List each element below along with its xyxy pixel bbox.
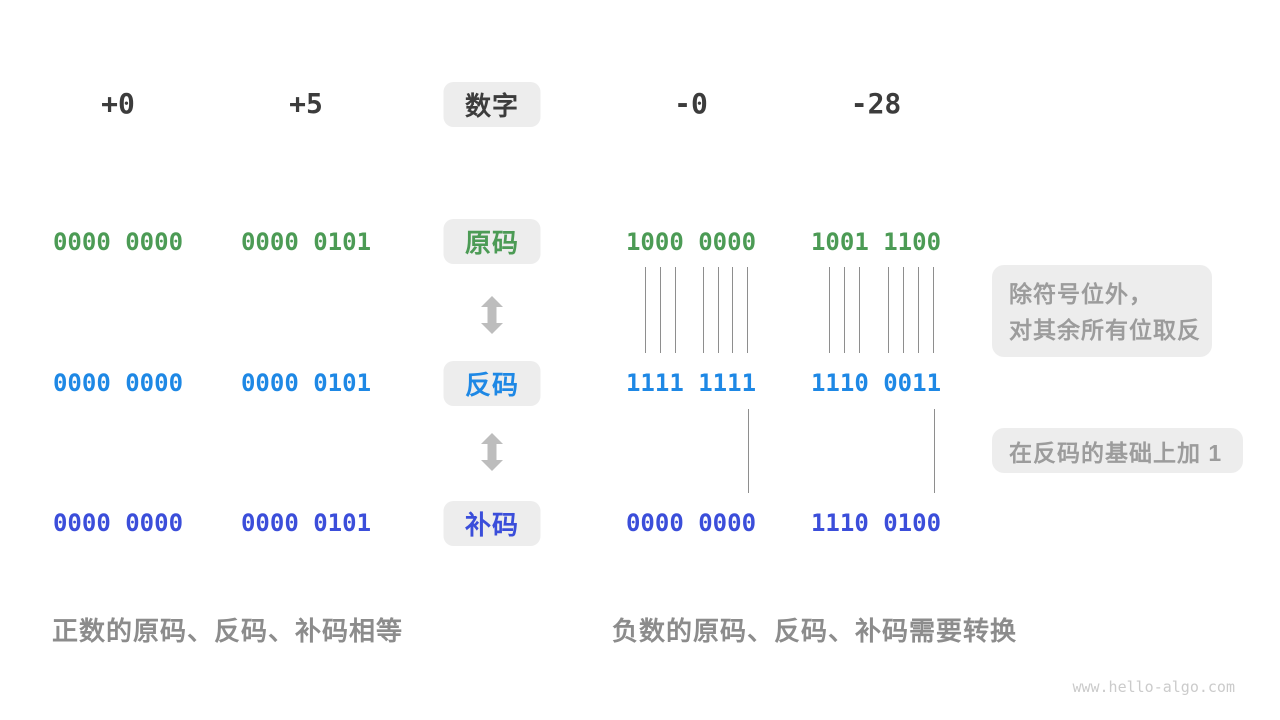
double-arrow-icon (481, 433, 503, 471)
double-arrow-icon (481, 296, 503, 334)
bit-invert-line (859, 267, 860, 353)
caption-positive: 正数的原码、反码、补码相等 (52, 616, 404, 646)
twos-complement-chip-label: 补码 (464, 510, 519, 540)
bit-invert-line (888, 267, 889, 353)
sign-magnitude-value-2: 1000 0000 (625, 228, 757, 256)
bit-invert-line (829, 267, 830, 353)
header-chip-number: 数字 (443, 82, 541, 127)
bit-invert-line (718, 267, 719, 353)
bit-invert-line (844, 267, 845, 353)
bit-invert-line (918, 267, 919, 353)
sign-magnitude-value-1: 0000 0101 (240, 228, 372, 256)
ones-complement-value-1: 0000 0101 (240, 369, 372, 397)
sign-magnitude-value-3: 1001 1100 (810, 228, 942, 256)
add-one-line (748, 409, 749, 493)
ones-complement-value-0: 0000 0000 (52, 369, 184, 397)
invert-bits-note: 除符号位外， 对其余所有位取反 (992, 265, 1212, 357)
twos-complement-value-3: 1110 0100 (810, 509, 942, 537)
header-value-plus5: +5 (289, 87, 323, 120)
twos-complement-chip: 补码 (443, 501, 541, 546)
twos-complement-value-0: 0000 0000 (52, 509, 184, 537)
twos-complement-value-2: 0000 0000 (625, 509, 757, 537)
bit-invert-line (703, 267, 704, 353)
add-one-line (934, 409, 935, 493)
twos-complement-value-1: 0000 0101 (240, 509, 372, 537)
invert-bits-note-line1: 除符号位外， (1009, 281, 1153, 307)
bit-invert-line (903, 267, 904, 353)
ones-complement-value-2: 1111 1111 (625, 369, 757, 397)
header-value-minus28: -28 (850, 87, 902, 120)
bit-invert-line (675, 267, 676, 353)
bit-invert-line (747, 267, 748, 353)
header-chip-label: 数字 (464, 91, 519, 121)
bit-invert-line (645, 267, 646, 353)
sign-magnitude-chip-label: 原码 (464, 228, 519, 258)
bit-invert-line (933, 267, 934, 353)
caption-negative: 负数的原码、反码、补码需要转换 (612, 616, 1018, 646)
bit-invert-line (660, 267, 661, 353)
add-one-note-text: 在反码的基础上加 1 (1009, 439, 1223, 466)
invert-bits-note-line2: 对其余所有位取反 (1009, 317, 1201, 343)
sign-magnitude-value-0: 0000 0000 (52, 228, 184, 256)
watermark: www.hello-algo.com (1072, 678, 1235, 696)
header-value-minus0: -0 (674, 87, 708, 120)
bit-invert-line (732, 267, 733, 353)
add-one-note: 在反码的基础上加 1 (992, 428, 1243, 473)
sign-magnitude-chip: 原码 (443, 219, 541, 264)
header-value-plus0: +0 (101, 87, 135, 120)
ones-complement-value-3: 1110 0011 (810, 369, 942, 397)
ones-complement-chip: 反码 (443, 361, 541, 406)
ones-complement-chip-label: 反码 (464, 370, 519, 400)
